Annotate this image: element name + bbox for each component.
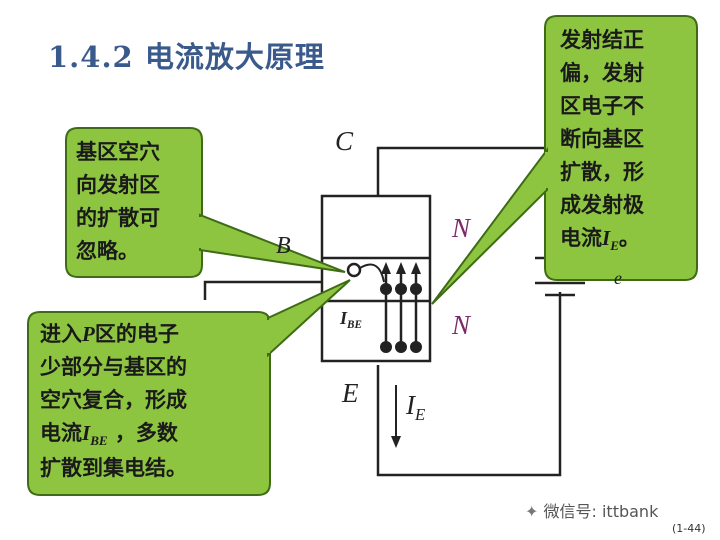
watermark-text: 微信号: ittbank	[543, 502, 659, 521]
callout-line: 断向基区	[560, 127, 644, 151]
callout-emitter	[431, 15, 698, 305]
callout-line: 成发射极	[560, 193, 644, 217]
callout-fragment: 区的电子	[94, 322, 179, 346]
ibe-subscript: BE	[347, 318, 362, 331]
callout-recombination-text: 进入P区的电子 少部分与基区的 空穴复合，形成 电流IBE ，多数 扩散到集电结…	[40, 318, 187, 485]
callout-line: 偏，发射	[560, 61, 644, 85]
electron-icon	[410, 283, 422, 295]
callout-emitter-text: 发射结正 偏，发射 区电子不 断向基区 扩散，形 成发射极 电流IE。	[560, 24, 644, 257]
callout-line: 基区空穴	[76, 140, 160, 164]
callout-fragment: 电流	[560, 226, 602, 250]
current-subscript: BE	[90, 432, 108, 448]
callout-base-holes-text: 基区空穴 向发射区 的扩散可 忽略。	[76, 136, 160, 268]
callout-line: 向发射区	[76, 173, 160, 197]
current-symbol: I	[602, 226, 611, 250]
callout-fragment: ，多数	[107, 421, 178, 445]
hole-icon	[346, 262, 362, 278]
watermark: ✦ 微信号: ittbank	[525, 498, 658, 522]
base-wire	[203, 280, 322, 300]
callout-base-holes	[65, 127, 346, 278]
electron-icon	[380, 341, 392, 353]
callout-line: 区电子不	[560, 94, 644, 118]
collector-label: C	[335, 126, 354, 156]
transistor-regions	[322, 256, 430, 303]
page-number: (1-44)	[672, 522, 706, 535]
callout-fragment: 进入	[40, 322, 82, 346]
ibe-symbol: I	[340, 308, 348, 328]
callout-line: 空穴复合，形成	[40, 388, 187, 412]
emitter-label: E	[342, 378, 359, 408]
emitter-wire	[376, 292, 562, 477]
ie-arrow-icon	[391, 436, 401, 448]
current-symbol: I	[82, 421, 91, 445]
e-partial-label: e	[614, 268, 622, 288]
n-region-top-label: N	[452, 213, 471, 243]
electron-flow	[384, 268, 418, 348]
callout-fragment: 。	[618, 226, 640, 250]
callout-line: 扩散，形	[560, 160, 644, 184]
callout-line: 扩散到集电结。	[40, 456, 187, 480]
recombination-path	[359, 263, 385, 283]
electron-icon	[395, 341, 407, 353]
ie-subscript: E	[415, 404, 426, 424]
callout-line: 的扩散可	[76, 206, 160, 230]
region-symbol: P	[82, 322, 95, 346]
callout-line: 电流IBE ，多数	[40, 417, 187, 452]
transistor-body	[320, 194, 432, 363]
callout-line: 忽略。	[76, 239, 139, 263]
n-region-bottom-label: N	[452, 310, 471, 340]
arrowheads	[381, 262, 421, 274]
current-subscript: E	[610, 237, 619, 253]
callout-fragment: 电流	[40, 421, 82, 445]
electron-icon	[380, 283, 392, 295]
base-label: B	[276, 233, 291, 259]
electrons	[380, 283, 422, 353]
callout-line: 发射结正	[560, 28, 644, 52]
ie-symbol: I	[406, 390, 415, 420]
callout-line: 进入P区的电子	[40, 318, 187, 351]
page-title: 1.4.2 电流放大原理	[48, 40, 325, 74]
electron-icon	[410, 341, 422, 353]
callout-line: 少部分与基区的	[40, 355, 187, 379]
ibe-label: IBE	[340, 308, 362, 331]
callout-recombination	[27, 279, 351, 496]
electron-icon	[395, 283, 407, 295]
callout-line: 电流IE。	[560, 222, 644, 257]
wechat-icon: ✦	[525, 502, 544, 521]
ie-label: IE	[406, 390, 426, 424]
